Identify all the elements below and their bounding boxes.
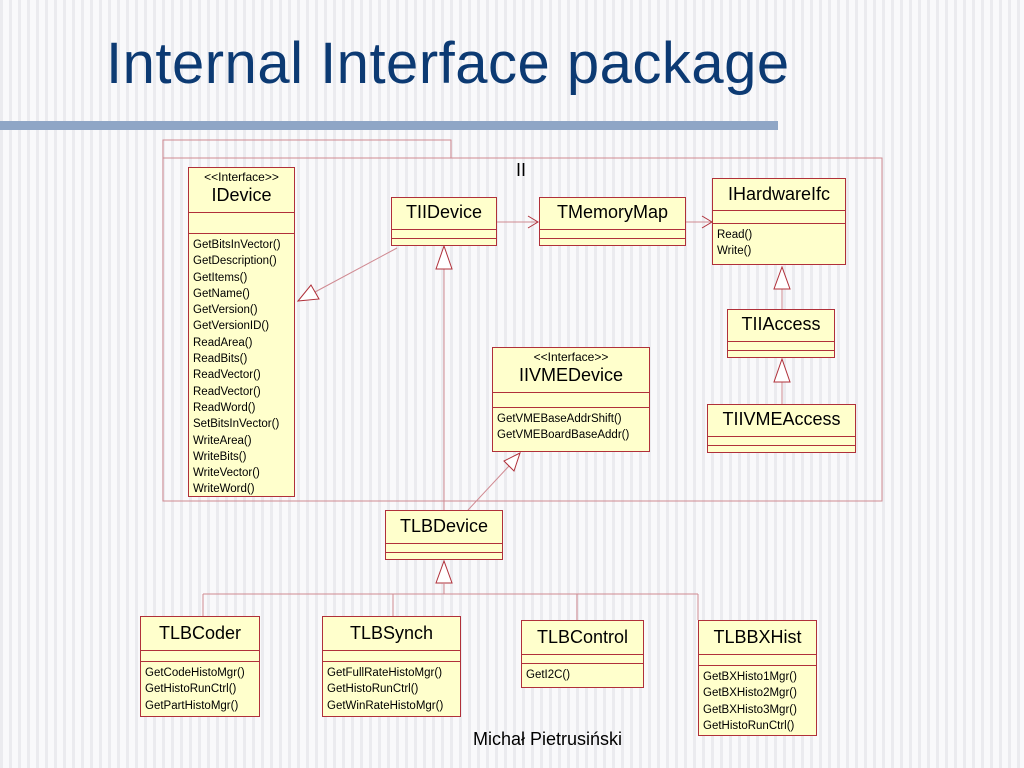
operations-compartment: GetVMEBaseAddrShift() GetVMEBoardBaseAdd… bbox=[493, 407, 649, 447]
tlbdevice-to-tiidevice-arrowhead bbox=[435, 244, 453, 270]
operation: ReadBits() bbox=[193, 353, 248, 366]
class-tlbbxhist: TLBBXHist GetBXHisto1Mgr() GetBXHisto2Mg… bbox=[698, 620, 817, 736]
operations-compartment bbox=[540, 238, 685, 247]
class-iivmedevice: <<Interface>> IIVMEDevice GetVMEBaseAddr… bbox=[492, 347, 650, 452]
package-label: II bbox=[516, 160, 527, 180]
attributes-compartment bbox=[189, 212, 294, 233]
class-name: TLBBXHist bbox=[713, 627, 802, 647]
title-rule bbox=[0, 121, 778, 130]
operation: GetBXHisto1Mgr() bbox=[703, 671, 797, 683]
operation: GetHistoRunCtrl() bbox=[703, 719, 795, 732]
class-name: TMemoryMap bbox=[556, 202, 668, 222]
tlbdevice-to-iivmedevice-arrowhead bbox=[503, 452, 521, 472]
operations-compartment: GetCodeHistoMgr() GetHistoRunCtrl() GetP… bbox=[141, 661, 259, 717]
class-stereotype: <<Interface>> bbox=[533, 350, 609, 364]
operations-compartment bbox=[708, 445, 855, 454]
operations-compartment bbox=[386, 552, 502, 561]
class-name: TLBControl bbox=[536, 627, 629, 647]
operation: WriteArea() bbox=[193, 434, 252, 447]
operations-compartment: GetI2C() bbox=[522, 663, 643, 686]
class-name: IIVMEDevice bbox=[518, 364, 624, 385]
class-name: IDevice bbox=[211, 184, 272, 205]
operation: GetI2C() bbox=[526, 669, 571, 681]
operation: ReadVector() bbox=[193, 385, 261, 398]
operation: ReadVector() bbox=[193, 369, 261, 382]
package-tab bbox=[162, 139, 452, 158]
attributes-compartment bbox=[392, 229, 496, 238]
attributes-compartment bbox=[141, 650, 259, 661]
attributes-compartment bbox=[493, 392, 649, 407]
class-name: IHardwareIfc bbox=[727, 184, 831, 204]
attributes-compartment bbox=[323, 650, 460, 661]
operation: WriteWord() bbox=[193, 483, 255, 496]
attributes-compartment bbox=[522, 654, 643, 663]
attributes-compartment bbox=[728, 341, 834, 350]
class-name: TIIVMEAccess bbox=[722, 409, 841, 429]
tiivmeaccess-to-tiiaccess-arrowhead bbox=[773, 357, 791, 383]
operations-compartment: Read() Write() bbox=[713, 223, 845, 263]
operation: GetHistoRunCtrl() bbox=[145, 683, 237, 696]
class-tiiaccess: TIIAccess bbox=[727, 309, 835, 358]
operation: GetFullRateHistoMgr() bbox=[327, 667, 443, 679]
class-name: TIIAccess bbox=[741, 314, 821, 334]
operation: GetBXHisto2Mgr() bbox=[703, 687, 797, 700]
package-frame bbox=[162, 157, 883, 502]
subclasses-to-tlbdevice-arrowhead bbox=[435, 559, 453, 584]
class-name: TIIDevice bbox=[405, 202, 483, 222]
operations-compartment bbox=[392, 238, 496, 247]
slide-title: Internal Interface package bbox=[106, 31, 790, 96]
class-name: TLBCoder bbox=[158, 623, 242, 643]
class-stereotype: <<Interface>> bbox=[204, 170, 279, 184]
class-tiivmeaccess: TIIVMEAccess bbox=[707, 404, 856, 453]
operations-compartment: GetBitsInVector() GetDescription() GetIt… bbox=[189, 233, 294, 501]
class-tlbdevice: TLBDevice bbox=[385, 510, 503, 560]
tlbdevice-to-iivmedevice-line bbox=[467, 465, 510, 511]
class-tmemorymap: TMemoryMap bbox=[539, 197, 686, 246]
operation: GetHistoRunCtrl() bbox=[327, 683, 419, 696]
attributes-compartment bbox=[708, 436, 855, 445]
operation: GetBitsInVector() bbox=[193, 239, 281, 251]
class-tlbcontrol: TLBControl GetI2C() bbox=[521, 620, 644, 688]
tiiaccess-to-ihardwareifc-arrowhead bbox=[773, 265, 791, 290]
class-idevice: <<Interface>> IDevice GetBitsInVector() … bbox=[188, 167, 295, 497]
attributes-compartment bbox=[540, 229, 685, 238]
attributes-compartment bbox=[713, 210, 845, 223]
operation: SetBitsInVector() bbox=[193, 418, 280, 431]
operation: GetDescription() bbox=[193, 255, 277, 268]
class-name: TLBSynch bbox=[349, 623, 434, 643]
operations-compartment: GetBXHisto1Mgr() GetBXHisto2Mgr() GetBXH… bbox=[699, 665, 816, 737]
operation: ReadArea() bbox=[193, 336, 253, 349]
footer-author: Michał Pietrusiński bbox=[473, 729, 623, 749]
operation: ReadWord() bbox=[193, 401, 256, 414]
operation: GetItems() bbox=[193, 271, 248, 284]
operation: GetVersionID() bbox=[193, 320, 270, 333]
operation: Read() bbox=[717, 229, 753, 241]
operation: GetBXHisto3Mgr() bbox=[703, 703, 797, 716]
tiidevice-to-idevice-arrowhead bbox=[296, 284, 320, 302]
operations-compartment bbox=[728, 350, 834, 359]
tiidevice-to-idevice-line bbox=[314, 247, 398, 293]
class-name: TLBDevice bbox=[399, 516, 489, 536]
operation: GetName() bbox=[193, 287, 250, 300]
class-tlbcoder: TLBCoder GetCodeHistoMgr() GetHistoRunCt… bbox=[140, 616, 260, 717]
tiidevice-to-tmemorymap-arrow bbox=[527, 215, 539, 229]
operation: WriteBits() bbox=[193, 450, 247, 463]
operation: Write() bbox=[717, 245, 752, 258]
attributes-compartment bbox=[386, 543, 502, 552]
operation: GetWinRateHistoMgr() bbox=[327, 699, 444, 712]
class-ihardwareifc: IHardwareIfc Read() Write() bbox=[712, 178, 846, 265]
operation: GetVMEBaseAddrShift() bbox=[497, 413, 622, 425]
class-tlbsynch: TLBSynch GetFullRateHistoMgr() GetHistoR… bbox=[322, 616, 461, 717]
operation: GetPartHistoMgr() bbox=[145, 699, 239, 712]
operation: WriteVector() bbox=[193, 467, 260, 480]
operation: GetCodeHistoMgr() bbox=[145, 667, 245, 679]
operation: GetVMEBoardBaseAddr() bbox=[497, 429, 630, 442]
attributes-compartment bbox=[699, 654, 816, 665]
class-tiidevice: TIIDevice bbox=[391, 197, 497, 246]
operation: GetVersion() bbox=[193, 304, 258, 317]
operations-compartment: GetFullRateHistoMgr() GetHistoRunCtrl() … bbox=[323, 661, 460, 717]
